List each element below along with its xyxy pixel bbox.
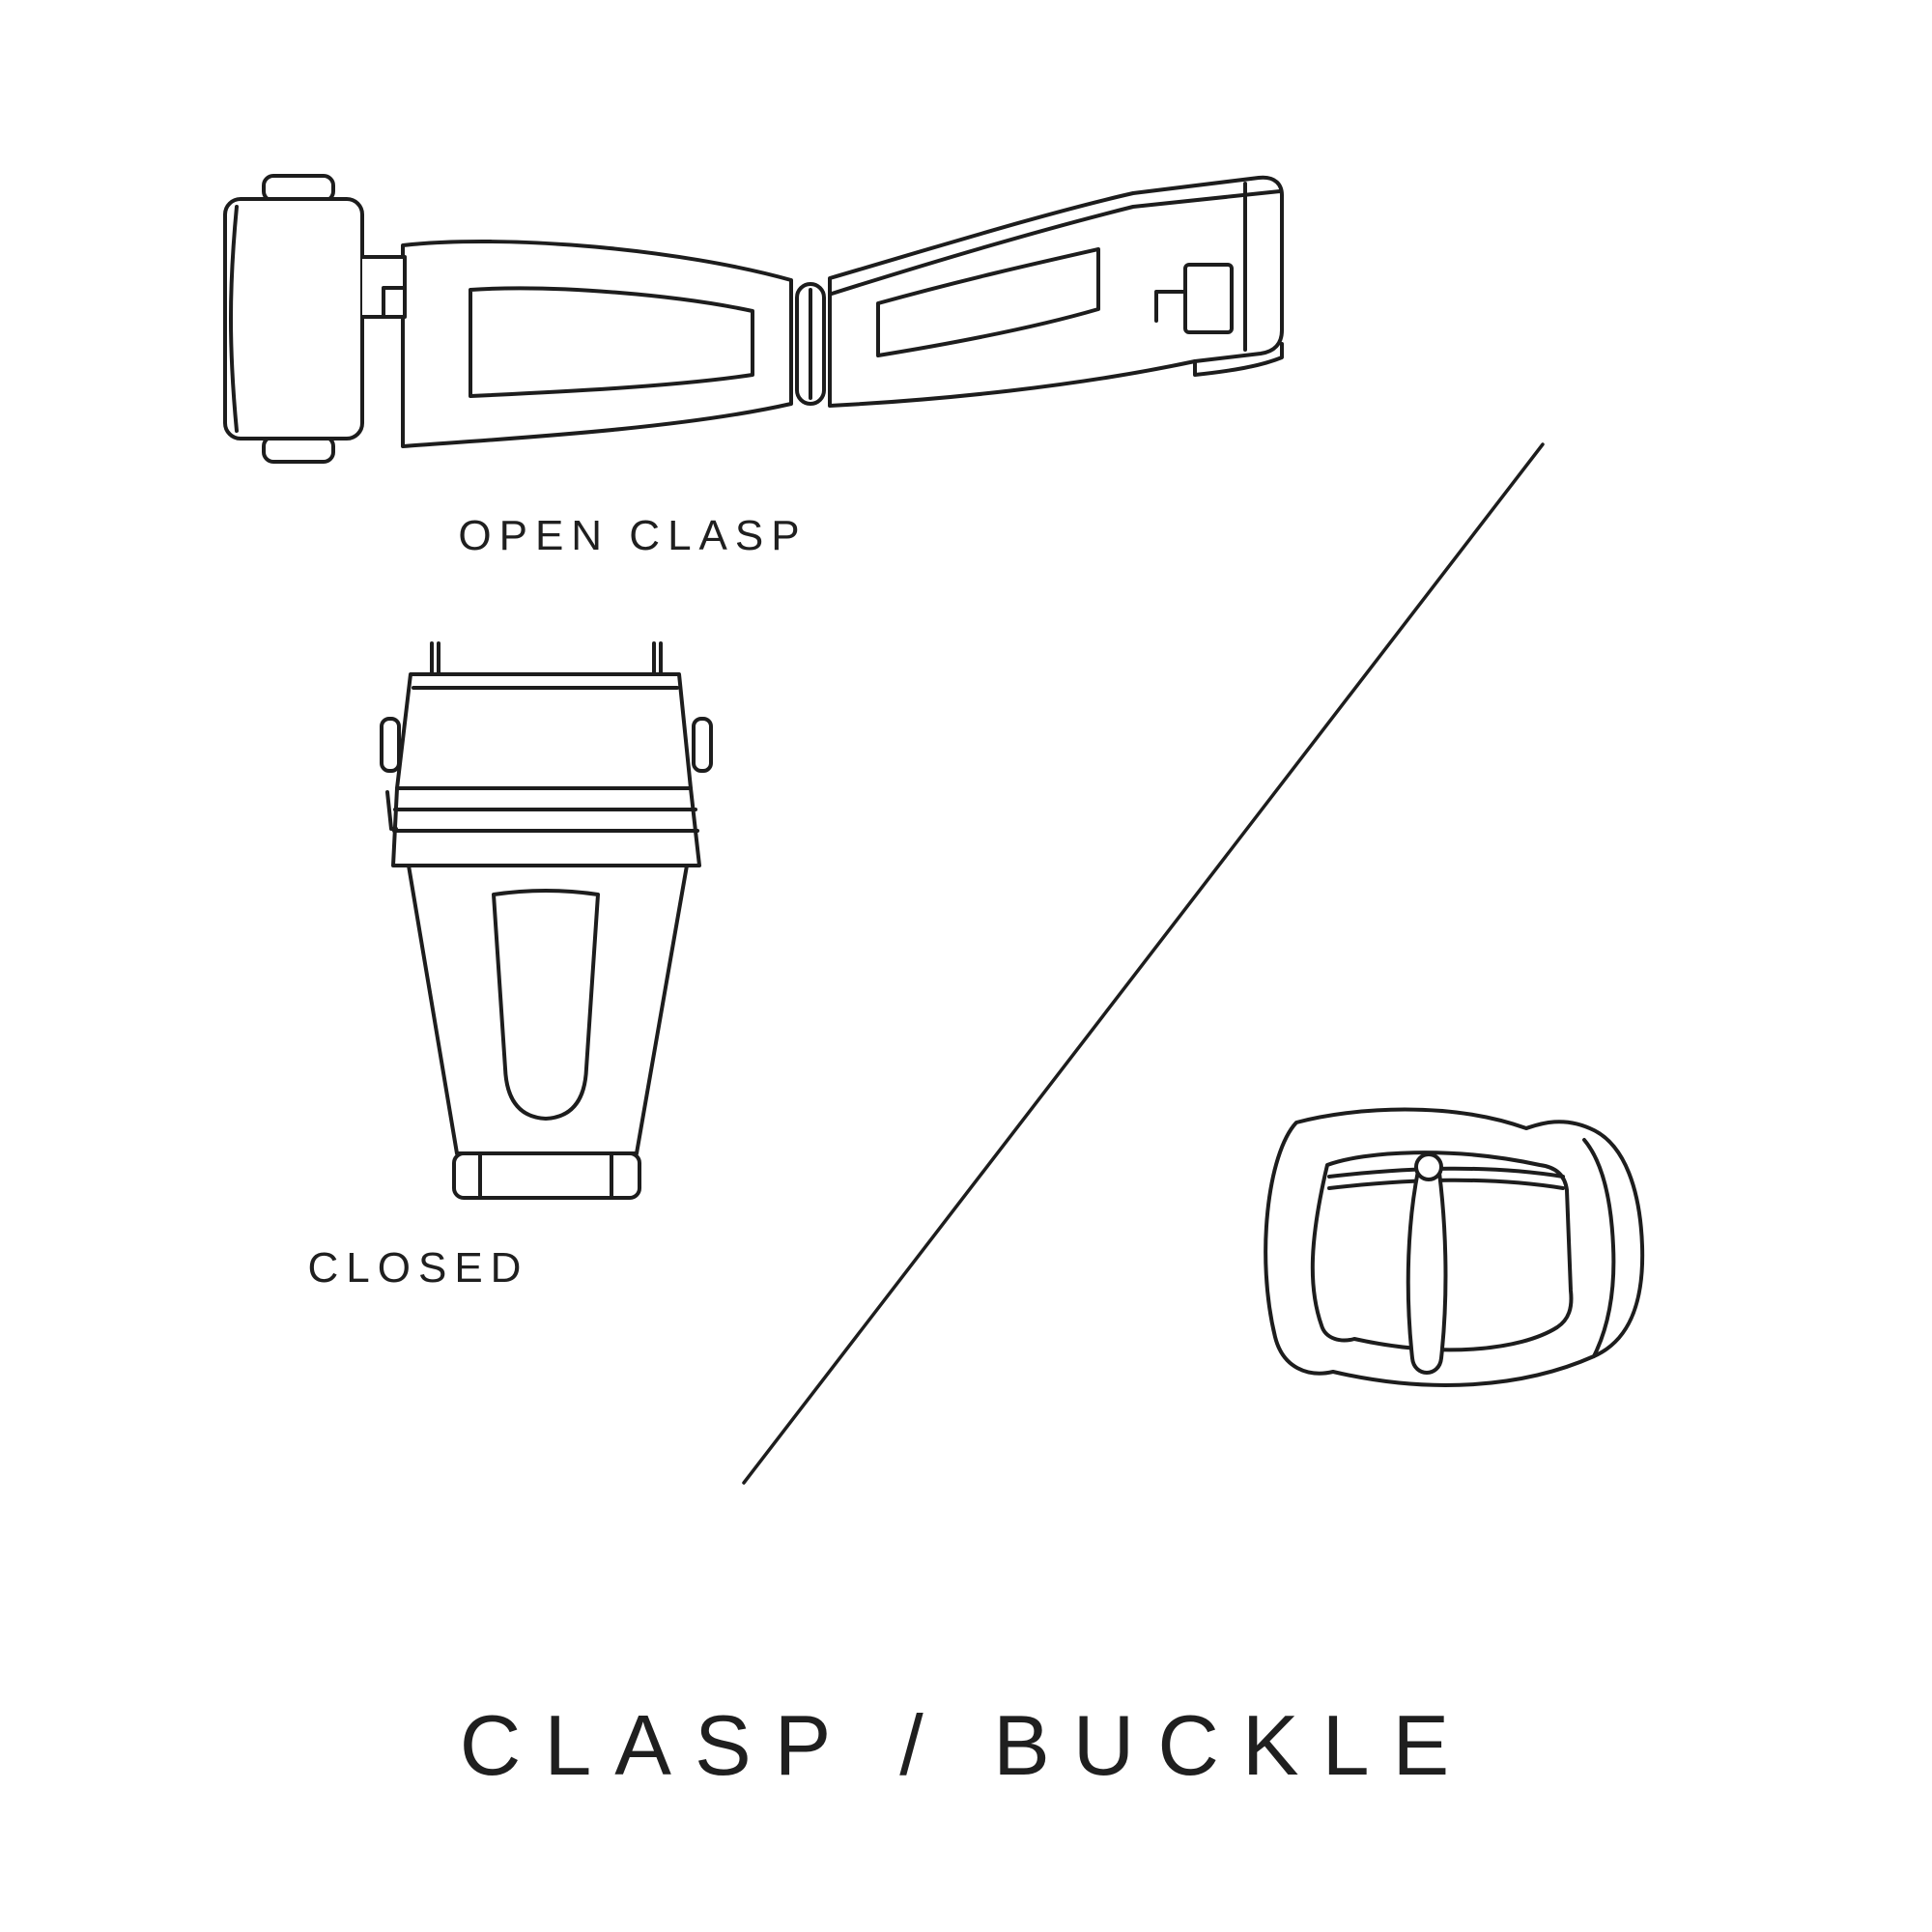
closed-clasp-illustration: [380, 636, 713, 1206]
open-clasp-label: OPEN CLASP: [458, 512, 808, 559]
closed-label: CLOSED: [307, 1244, 529, 1292]
diagram-title: CLASP / BUCKLE: [459, 1697, 1473, 1793]
buckle-illustration: [1219, 1084, 1663, 1443]
open-clasp-illustration: [179, 143, 1309, 520]
